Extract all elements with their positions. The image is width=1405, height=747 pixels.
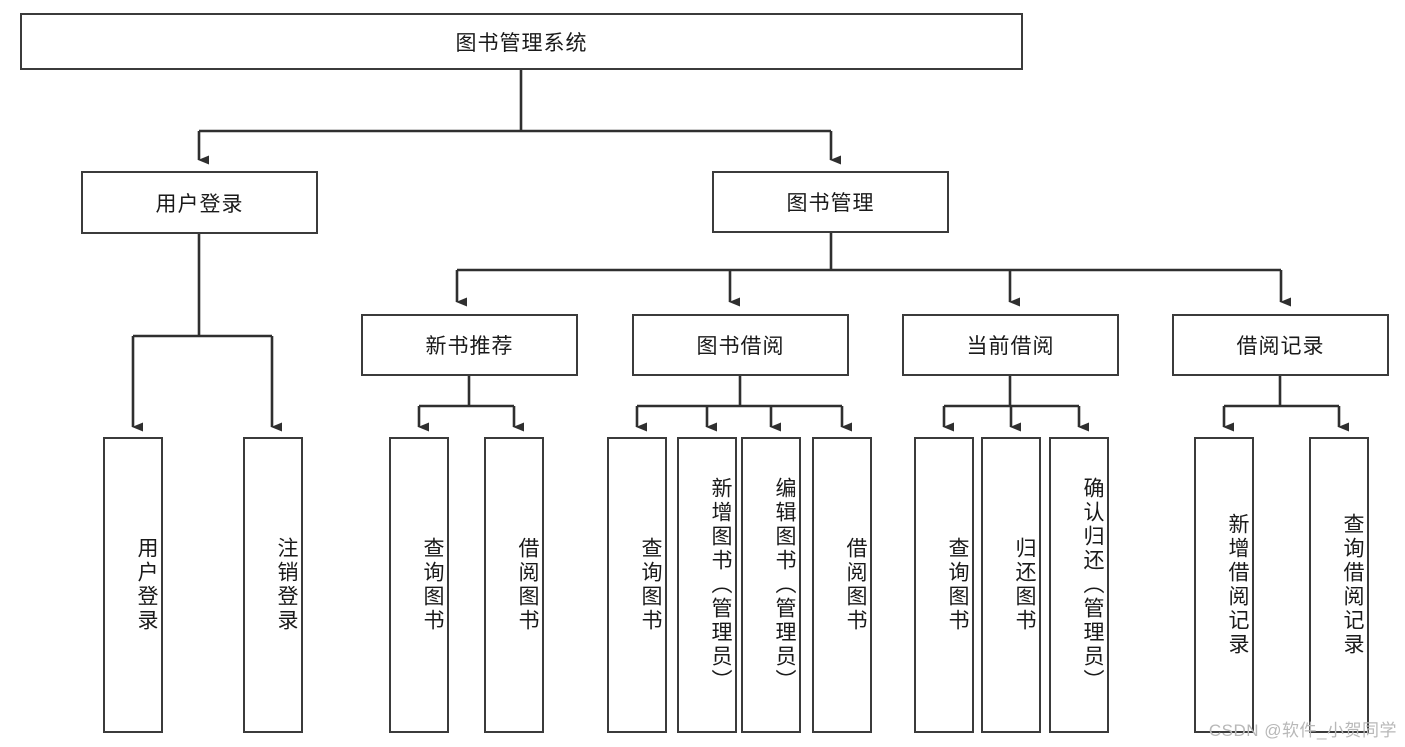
leaf-query-books-current[interactable]: 查询图书 bbox=[914, 437, 974, 733]
node-label: 图书管理系统 bbox=[455, 31, 588, 55]
node-label: 用户登录 bbox=[135, 537, 158, 633]
leaf-query-books-borrow[interactable]: 查询图书 bbox=[607, 437, 667, 733]
node-label: 图书管理 bbox=[786, 192, 875, 215]
leaf-user-login[interactable]: 用户登录 bbox=[103, 437, 163, 733]
node-label: 查询图书 bbox=[421, 537, 444, 633]
node-label: 借阅记录 bbox=[1236, 335, 1325, 358]
node-label: 用户登录 bbox=[155, 192, 244, 216]
node-label: 新增图书（管理员） bbox=[709, 477, 732, 693]
leaf-edit-book-admin[interactable]: 编辑图书（管理员） bbox=[741, 437, 801, 733]
leaf-query-borrow-record[interactable]: 查询借阅记录 bbox=[1309, 437, 1369, 733]
node-new-book-recommendation[interactable]: 新书推荐 bbox=[361, 314, 578, 376]
node-label: 图书借阅 bbox=[696, 335, 785, 358]
node-label: 当前借阅 bbox=[966, 335, 1055, 358]
leaf-logout[interactable]: 注销登录 bbox=[243, 437, 303, 733]
node-label: 借阅图书 bbox=[844, 537, 867, 633]
leaf-add-book-admin[interactable]: 新增图书（管理员） bbox=[677, 437, 737, 733]
node-label: 归还图书 bbox=[1013, 537, 1036, 633]
node-borrowing-records[interactable]: 借阅记录 bbox=[1172, 314, 1389, 376]
leaf-return-books[interactable]: 归还图书 bbox=[981, 437, 1041, 733]
leaf-borrow-books-newbook[interactable]: 借阅图书 bbox=[484, 437, 544, 733]
node-label: 编辑图书（管理员） bbox=[773, 477, 796, 693]
leaf-query-books-newbook[interactable]: 查询图书 bbox=[389, 437, 449, 733]
node-label: 注销登录 bbox=[275, 537, 298, 633]
node-label: 查询图书 bbox=[946, 537, 969, 633]
node-label: 确认归还（管理员） bbox=[1081, 477, 1104, 693]
node-book-borrowing[interactable]: 图书借阅 bbox=[632, 314, 849, 376]
leaf-confirm-return-admin[interactable]: 确认归还（管理员） bbox=[1049, 437, 1109, 733]
node-book-management[interactable]: 图书管理 bbox=[712, 171, 949, 233]
node-label: 新书推荐 bbox=[425, 335, 514, 358]
node-label: 新增借阅记录 bbox=[1226, 513, 1249, 657]
node-label: 借阅图书 bbox=[516, 537, 539, 633]
node-user-login[interactable]: 用户登录 bbox=[81, 171, 318, 234]
leaf-borrow-books[interactable]: 借阅图书 bbox=[812, 437, 872, 733]
node-current-borrowing[interactable]: 当前借阅 bbox=[902, 314, 1119, 376]
node-root-book-management-system[interactable]: 图书管理系统 bbox=[20, 13, 1023, 70]
leaf-add-borrow-record[interactable]: 新增借阅记录 bbox=[1194, 437, 1254, 733]
node-label: 查询图书 bbox=[639, 537, 662, 633]
node-label: 查询借阅记录 bbox=[1341, 513, 1364, 657]
